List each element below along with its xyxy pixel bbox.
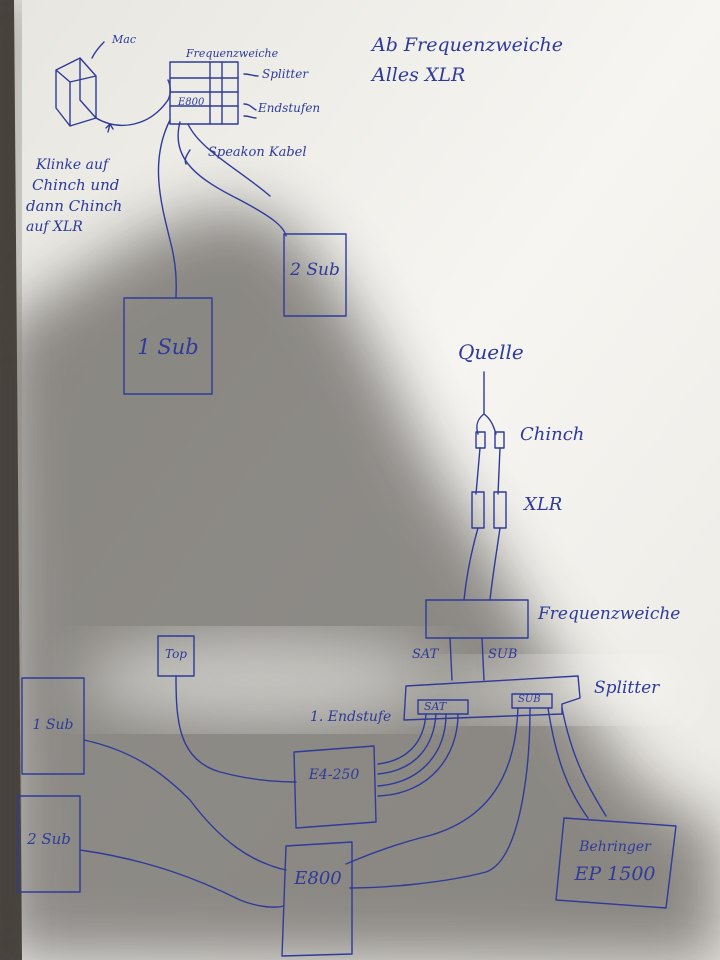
e4-250-label: E4-250 (308, 767, 360, 783)
xlr-label: XLR (524, 494, 563, 515)
splitter-box (403, 675, 581, 721)
klinke-note-line-2: Chinch und (32, 176, 120, 194)
sub1-label-top: 1 Sub (137, 335, 199, 359)
sub2-label-top: 2 Sub (290, 260, 340, 280)
splitter-sub-label: SUB (518, 694, 541, 705)
sub2-box-top (283, 233, 347, 317)
splitter-sat-label: SAT (424, 700, 447, 713)
splitter-label-bottom: Splitter (594, 678, 660, 698)
sub-label: SUB (488, 647, 518, 662)
e800-label-top: E800 (178, 97, 205, 108)
behringer-line-2: EP 1500 (574, 862, 656, 885)
chinch-label: Chinch (520, 424, 585, 445)
mac-label: Mac (112, 33, 136, 46)
frequenzweiche-box (425, 599, 529, 639)
splitter-label-top: Splitter (262, 67, 309, 81)
klinke-note-line-4: auf XLR (26, 219, 83, 235)
heading-line-2: Alles XLR (372, 64, 466, 86)
top-label: Top (165, 647, 187, 661)
e4-250-box (293, 745, 377, 829)
sub2-box-bottom (17, 795, 81, 893)
klinke-note-line-1: Klinke auf (36, 157, 109, 173)
e800-box (281, 841, 353, 957)
endstufen-label: Endstufen (258, 101, 321, 115)
heading-line-1: Ab Frequenzweiche (372, 34, 564, 56)
sub1-box-bottom (21, 677, 85, 775)
klinke-note: Klinke auf Chinch und dann Chinch auf XL… (26, 158, 122, 234)
endstufe-label: 1. Endstufe (310, 709, 392, 725)
klinke-note-line-3: dann Chinch (26, 197, 123, 215)
sub1-label-bottom: 1 Sub (32, 717, 74, 733)
behringer-line-1: Behringer (579, 839, 651, 855)
frequenzweiche-label-bottom: Frequenzweiche (538, 604, 681, 624)
mac-pointer (91, 41, 105, 59)
behringer-label: Behringer EP 1500 (560, 840, 670, 885)
speakon-label: Speakon Kabel (208, 145, 307, 160)
e800-label-bottom: E800 (294, 868, 342, 889)
sub1-box-top (123, 297, 213, 395)
frequenzweiche-label-top: Frequenzweiche (186, 47, 279, 60)
sat-label: SAT (412, 647, 439, 662)
behringer-box (555, 817, 677, 909)
quelle-label: Quelle (458, 340, 524, 364)
sub2-label-bottom: 2 Sub (27, 830, 71, 848)
